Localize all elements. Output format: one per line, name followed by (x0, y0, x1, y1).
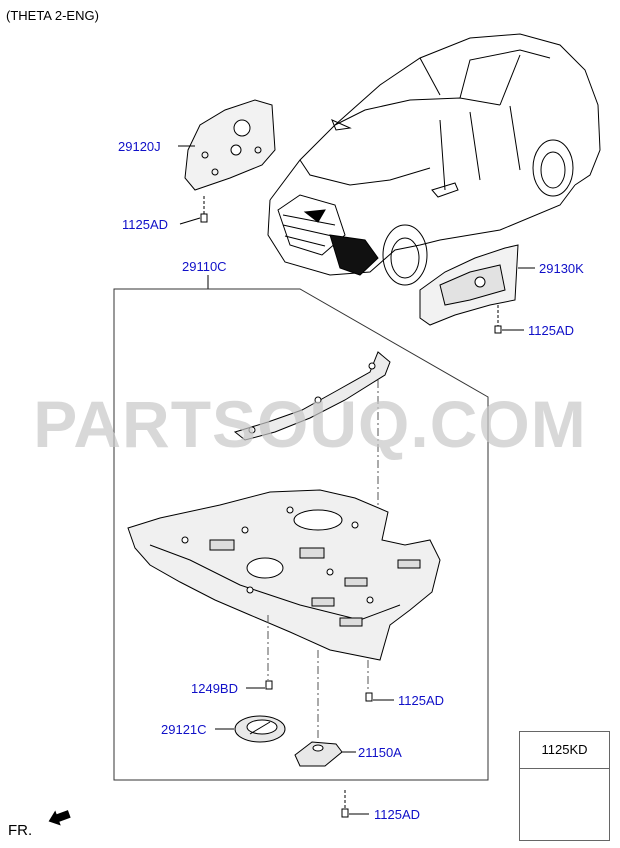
part-29120J-illustration (184, 99, 276, 191)
part-label-1125AD[interactable]: 1125AD (528, 323, 575, 338)
inset-title[interactable]: 1125KD (520, 732, 609, 769)
reinforcement-bracket-illustration (233, 351, 391, 441)
drain-cover-29121C-illustration (234, 715, 286, 743)
under-cover-panel-illustration (127, 489, 441, 661)
leader-1125AD (179, 217, 201, 225)
part-label-1249BD[interactable]: 1249BD (191, 681, 238, 696)
front-arrow-icon (48, 810, 71, 826)
bolt-icon (365, 692, 373, 702)
bolt-icon (265, 680, 273, 690)
page-caption: (THETA 2-ENG) (6, 8, 99, 23)
part-label-1125AD[interactable]: 1125AD (398, 693, 445, 708)
bolt-icon (341, 790, 349, 818)
part-label-29130K[interactable]: 29130K (539, 261, 584, 276)
part-label-21150A[interactable]: 21150A (358, 745, 402, 760)
part-label-1125AD[interactable]: 1125AD (374, 807, 421, 822)
part-label-29110C[interactable]: 29110C (182, 259, 227, 274)
bolt-icon (494, 305, 502, 334)
bolt-icon (200, 196, 208, 223)
front-label: FR. (8, 822, 33, 839)
part-29130K-illustration (419, 244, 519, 326)
part-label-29120J[interactable]: 29120J (118, 139, 161, 154)
vehicle-illustration (267, 33, 601, 286)
plug-21150A-illustration (294, 741, 343, 767)
part-label-1125AD[interactable]: 1125AD (122, 217, 169, 232)
part-label-29121C[interactable]: 29121C (161, 722, 207, 737)
group-frame-29110C (113, 288, 489, 781)
inset-box-1125KD: 1125KD (519, 731, 610, 841)
